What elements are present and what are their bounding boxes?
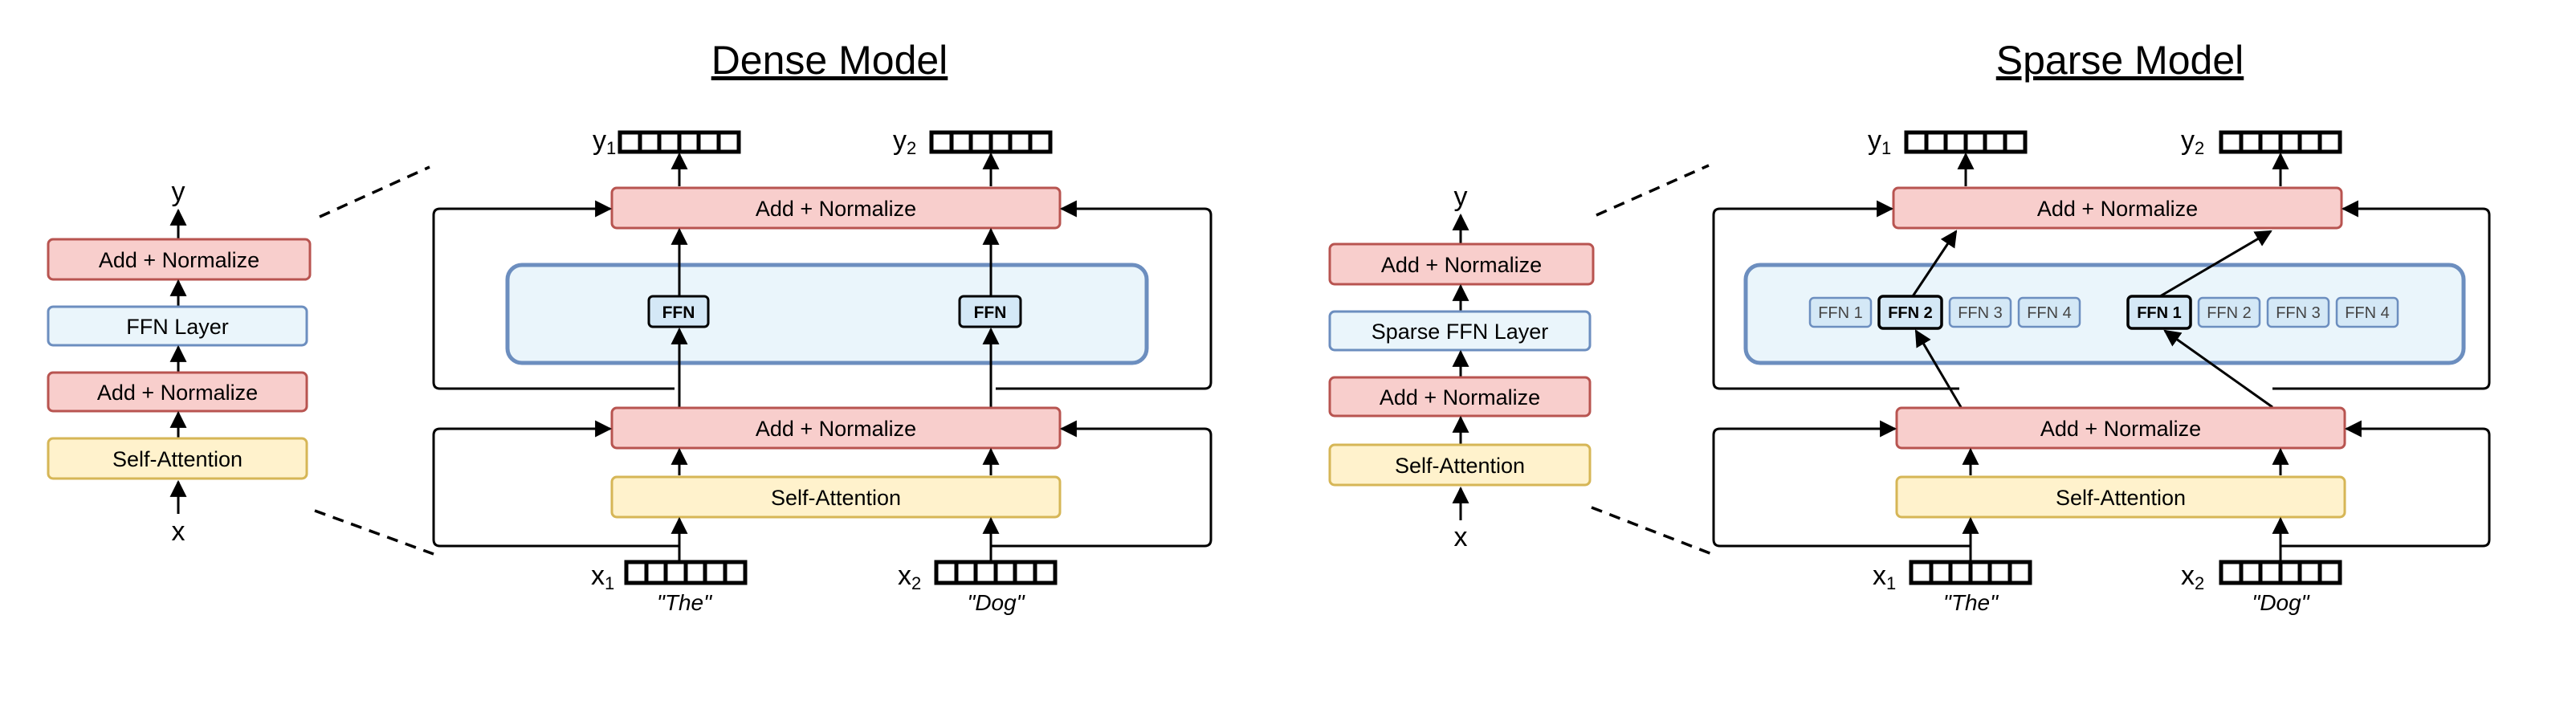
dense-left-self-attention (47, 437, 308, 480)
sparse-output-1: y1 (1868, 125, 2028, 158)
svg-text:FFN 3: FFN 3 (1958, 304, 2003, 322)
svg-text:FFN 3: FFN 3 (2276, 304, 2321, 322)
svg-text:Self-Attention: Self-Attention (771, 486, 901, 510)
dense-input-1-vector (624, 560, 748, 585)
svg-text:Add + Normalize: Add + Normalize (756, 197, 916, 221)
svg-text:Add + Normalize: Add + Normalize (2040, 417, 2201, 441)
svg-text:y2: y2 (893, 125, 916, 158)
sparse-g1-ffn-3 (1948, 296, 2012, 328)
svg-text:x2: x2 (2181, 560, 2204, 593)
dense-output-2: y2 (893, 125, 1053, 158)
sparse-input-2-word: "Dog" (2252, 590, 2309, 615)
dense-input-2-word: "Dog" (967, 590, 1025, 615)
sparse-left-output-label: y (1454, 181, 1468, 212)
svg-text:x2: x2 (898, 560, 921, 593)
sparse-input-1-vector (1909, 560, 2032, 585)
sparse-input-2: x2 "Dog" (2181, 560, 2342, 615)
sparse-model: Sparse Model y Add + Normalize Sparse FF… (1328, 38, 2491, 615)
svg-text:FFN: FFN (974, 304, 1007, 322)
svg-text:FFN 1: FFN 1 (2137, 304, 2182, 322)
dense-self-attention (610, 475, 1062, 519)
svg-text:Add + Normalize: Add + Normalize (97, 381, 258, 405)
dense-output-1-vector (618, 130, 741, 154)
svg-text:x1: x1 (591, 560, 614, 593)
sparse-output-2-vector (2219, 130, 2342, 154)
sparse-output-1-vector (1904, 130, 2028, 154)
svg-text:FFN 2: FFN 2 (1888, 304, 1933, 322)
dense-residual-ffn-left (432, 200, 675, 390)
sparse-route-out-2 (2159, 230, 2272, 298)
dense-ffn-container (505, 263, 1149, 365)
svg-text:Self-Attention: Self-Attention (1395, 454, 1525, 478)
dense-zoom-line-top (319, 165, 430, 218)
svg-text:Sparse FFN Layer: Sparse FFN Layer (1372, 320, 1549, 344)
dense-input-2: x2 "Dog" (898, 560, 1058, 615)
sparse-input-2-vector (2219, 560, 2342, 585)
dense-left-stack: y Add + Normalize FFN Layer Add + Normal… (47, 177, 312, 547)
svg-text:Add + Normalize: Add + Normalize (1381, 253, 1542, 277)
sparse-g1-ffn-1 (1808, 296, 1873, 328)
sparse-zoom-line-bottom (1591, 506, 1713, 556)
dense-residual-attn-right (991, 420, 1213, 548)
sparse-residual-ffn-right (2272, 200, 2491, 390)
sparse-route-in-2 (2163, 329, 2273, 409)
sparse-residual-attn-left (1712, 420, 1971, 548)
svg-text:Self-Attention: Self-Attention (2056, 486, 2186, 510)
svg-text:Add + Normalize: Add + Normalize (1380, 385, 1540, 409)
dense-input-1-word: "The" (657, 590, 712, 615)
dense-model-title: Dense Model (711, 38, 948, 83)
sparse-g1-ffn-2-selected (1877, 295, 1943, 330)
sparse-zoom-line-top (1596, 164, 1710, 217)
dense-input-1: x1 "The" (591, 560, 748, 615)
dense-output-2-vector (929, 130, 1053, 154)
sparse-left-self-attention (1328, 443, 1592, 487)
svg-text:FFN 4: FFN 4 (2345, 304, 2390, 322)
dense-residual-attn-left (432, 420, 679, 548)
sparse-residual-ffn-left (1712, 200, 1959, 390)
dense-zoom-line-bottom (314, 509, 434, 556)
svg-text:FFN 1: FFN 1 (1818, 304, 1863, 322)
svg-text:FFN 4: FFN 4 (2027, 304, 2072, 322)
sparse-g1-ffn-4 (2017, 296, 2081, 328)
dense-output-1: y1 (593, 125, 741, 158)
sparse-g2-ffn-4 (2335, 296, 2399, 328)
sparse-route-in-1 (1914, 329, 1963, 408)
svg-text:Add + Normalize: Add + Normalize (99, 248, 259, 272)
sparse-model-title: Sparse Model (1996, 38, 2244, 83)
sparse-output-2: y2 (2181, 125, 2342, 158)
dense-left-input-label: x (172, 516, 185, 547)
dense-residual-ffn-right (996, 200, 1213, 390)
svg-text:Add + Normalize: Add + Normalize (756, 417, 916, 441)
dense-model: Dense Model y Add + Normalize FFN Layer … (47, 38, 1213, 615)
svg-text:Self-Attention: Self-Attention (112, 447, 243, 471)
sparse-self-attention (1895, 475, 2346, 519)
sparse-input-1: x1 "The" (1873, 560, 2032, 615)
svg-text:FFN 2: FFN 2 (2207, 304, 2252, 322)
svg-text:y1: y1 (593, 125, 616, 158)
dense-left-output-label: y (172, 177, 185, 207)
dense-input-2-vector (934, 560, 1058, 585)
svg-text:y1: y1 (1868, 125, 1891, 158)
svg-text:FFN Layer: FFN Layer (126, 315, 229, 339)
svg-text:y2: y2 (2181, 125, 2204, 158)
sparse-input-1-word: "The" (1943, 590, 1999, 615)
svg-text:FFN: FFN (662, 304, 695, 322)
sparse-residual-attn-right (2280, 420, 2491, 548)
sparse-g2-ffn-3 (2266, 296, 2330, 328)
svg-text:Add + Normalize: Add + Normalize (2037, 197, 2198, 221)
sparse-left-stack: y Add + Normalize Sparse FFN Layer Add +… (1328, 181, 1595, 552)
sparse-g2-ffn-2 (2197, 296, 2261, 328)
sparse-route-out-1 (1911, 230, 1958, 297)
sparse-g2-ffn-1-selected (2126, 295, 2192, 330)
svg-text:x1: x1 (1873, 560, 1896, 593)
sparse-left-input-label: x (1454, 522, 1468, 552)
